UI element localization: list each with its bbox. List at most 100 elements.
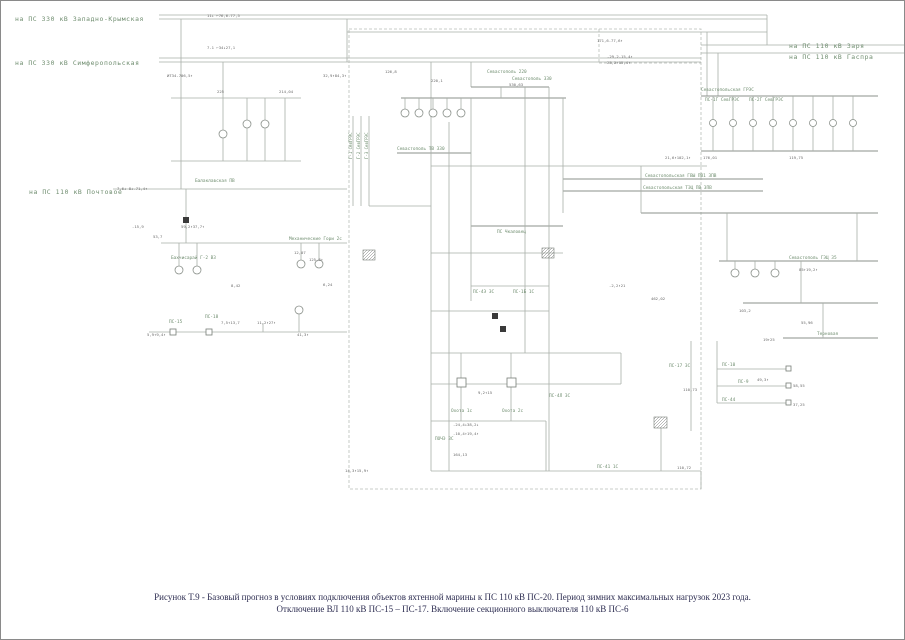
value-label: 126,8 <box>385 69 397 74</box>
generator-icon <box>414 108 424 118</box>
node-square-icon <box>492 313 498 319</box>
station-label: Терновая <box>817 331 839 337</box>
line-segment <box>352 87 707 471</box>
value-label: 41,3↑ <box>297 332 309 337</box>
node-squares <box>169 217 792 406</box>
value-label: 6,24 <box>323 282 333 287</box>
generator-icon <box>314 259 324 269</box>
left-cluster-lines <box>113 97 347 333</box>
station-label: ПС-4Л ЗС <box>549 393 571 399</box>
station-label: Севастопольская ГВЫ ПВ1 ЗПВ <box>645 173 717 179</box>
line-label-gaspra: на ПС 110 кВ Гаспра <box>789 53 874 61</box>
generator-icon <box>296 259 306 269</box>
hatched-box-icon <box>362 249 376 261</box>
station-label: Механические Гори 2с <box>289 236 342 242</box>
station-label: ПС-1Б 1С <box>513 289 535 295</box>
value-label: 55,96 <box>801 320 813 325</box>
bus-segment <box>641 95 878 339</box>
value-label: 11↓ ←76,6-77,5 <box>207 13 240 18</box>
value-label: 7-1 ←34↓27,1 <box>207 45 236 50</box>
rot-label: Г-2 СевГРЭС <box>356 132 361 159</box>
transformer-icon <box>260 119 270 129</box>
line-segment <box>431 352 702 489</box>
value-label: 12,07 <box>294 250 306 255</box>
value-label: 103,2 <box>739 308 751 313</box>
station-label: ПС-18 <box>205 314 219 320</box>
transformer-icon <box>789 119 797 127</box>
caption-line-2: Отключение ВЛ 110 кВ ПС-15 – ПС-17. Вклю… <box>276 604 629 614</box>
value-label: 14,3↑15,9↑ <box>345 468 368 473</box>
station-label: Охота 1с <box>451 408 473 414</box>
generator-icon <box>428 108 438 118</box>
line-label-zarya: на ПС 110 кВ Заря <box>789 42 865 50</box>
node-square-icon <box>205 328 213 336</box>
value-label: 21,6↑102,1↑ <box>665 155 691 160</box>
value-label: -29,2-15,4↑ <box>607 54 633 59</box>
value-label: 9,2↑15 <box>478 390 493 395</box>
value-label: 58,55 <box>793 383 805 388</box>
transformer-icon <box>829 119 837 127</box>
station-label: Охота 2с <box>502 408 524 414</box>
value-label: 530,63 <box>509 82 524 87</box>
transformer-icon <box>218 129 228 139</box>
node-square-icon <box>500 326 506 332</box>
value-label: 49,3↑ <box>757 377 769 382</box>
value-label: 23,2↑15,4↑ <box>607 60 630 65</box>
value-label: -24,4↓38,2↓ <box>453 422 479 427</box>
generator-icon <box>174 265 184 275</box>
value-label: 171,6-77,6↑ <box>597 38 623 43</box>
value-label: 85↑19,2↑ <box>799 267 818 272</box>
generator-icon <box>400 108 410 118</box>
hatched-box-icon <box>541 247 555 259</box>
study-area-boundary <box>348 28 702 490</box>
node-square-icon <box>183 217 189 223</box>
generator-icon <box>442 108 452 118</box>
station-label: ПС-15 <box>169 319 183 325</box>
generator-icon <box>770 268 780 278</box>
generator-icon <box>750 268 760 278</box>
node-square-icon <box>169 328 177 336</box>
value-label: ИТ34-706,5↑ <box>167 73 193 78</box>
value-label: 119,75 <box>789 155 804 160</box>
transformer-icon <box>849 119 857 127</box>
station-label: ПОЧЭ ЗС <box>435 436 454 442</box>
station-label: ПС-2Г СевГРЭС <box>749 97 784 103</box>
value-label: 462,02 <box>651 296 666 301</box>
label-layer: на ПС 330 кВ Западно-Крымская на ПС 330 к… <box>15 13 874 473</box>
transformer-icon <box>769 119 777 127</box>
bottom-cluster-lines <box>431 352 702 489</box>
station-label: Бахчисарай Г-2 ВЗ <box>171 255 216 261</box>
node-square-icon <box>785 399 792 406</box>
load-box-icon <box>456 377 467 388</box>
value-label: 5,9↑9,4↑ <box>147 332 166 337</box>
rot-label: Г-3 СевГРЭС <box>364 132 369 159</box>
station-label: ПС Чкаловец <box>497 229 526 235</box>
line-label-pochtovoe: на ПС 110 кВ Почтовое <box>29 188 122 196</box>
line-segment <box>640 96 858 431</box>
value-label: -15,9 <box>132 224 144 229</box>
line-label-zapadno-krymskaya: на ПС 330 кВ Западно-Крымская <box>15 15 144 23</box>
line-segment <box>159 14 904 98</box>
value-label: 19↑25 <box>763 337 775 342</box>
value-label: 220,1 <box>431 78 443 83</box>
line-label-simferopolskaya: на ПС 330 кВ Симферопольская <box>15 59 140 67</box>
value-label: 214,04 <box>279 89 294 94</box>
line-segment <box>113 97 347 333</box>
value-label: 11,2↑27↑ <box>257 320 276 325</box>
value-label: 110,73 <box>683 387 698 392</box>
generator-icon <box>456 108 466 118</box>
transformer-symbols <box>174 108 857 315</box>
hatched-boxes <box>362 247 668 429</box>
figure-caption: Рисунок Т.9 - Базовый прогноз в условиях… <box>1 591 904 615</box>
caption-line-1: Рисунок Т.9 - Базовый прогноз в условиях… <box>154 592 751 602</box>
generator-icon <box>192 265 202 275</box>
value-label: 164,13 <box>453 452 468 457</box>
value-label: -2,2↑21 <box>609 283 626 288</box>
station-label: Севастополь ТВ 330 <box>397 146 445 152</box>
value-label: -10,4↑19,4↑ <box>453 431 479 436</box>
station-label: Севастополь ГЭЦ 35 <box>789 255 837 261</box>
generator-icon <box>730 268 740 278</box>
corridor-lines <box>159 14 904 98</box>
station-label: Балаклавская ПВ <box>195 178 235 184</box>
